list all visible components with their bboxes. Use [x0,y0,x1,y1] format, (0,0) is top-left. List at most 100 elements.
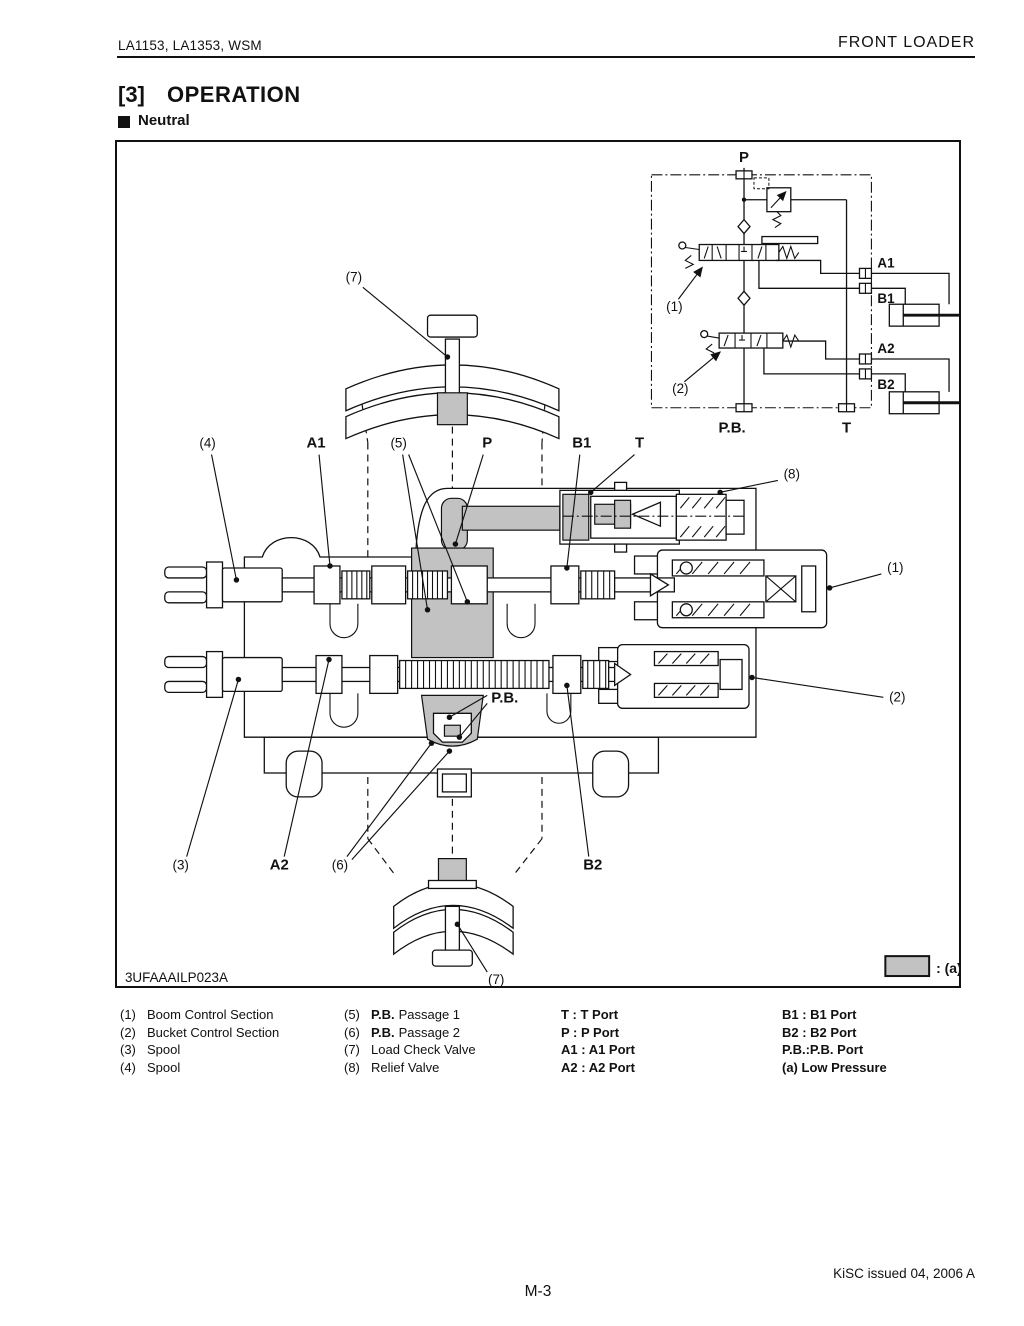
legend-item: B2 : B2 Port [782,1024,887,1042]
legend-item-number: (3) [120,1042,136,1057]
callout-6: (6) [332,858,348,873]
hydraulic-circuit-schematic: P P.B. T A1 B1 A2 B2 (1) (2) [650,149,959,437]
legend-item-number: (1) [120,1007,136,1022]
legend-item: (7) Load Check Valve [344,1041,476,1059]
callout-4: (4) [199,436,215,451]
legend-column-2: (5) P.B.Passage 1 (6) P.B.Passage 2 (7) Loa… [344,1006,476,1076]
low-pressure-legend: : (a) [884,955,959,978]
legend-item-text: P.B.:P.B. Port [782,1042,864,1057]
check-valve-icon [737,290,751,307]
valve-operation-figure: P P.B. T A1 B1 A2 B2 (1) (2) [125,149,959,986]
low-pressure-swatch-label: : (a) [936,960,959,976]
legend-item-text: (a) Low Pressure [782,1059,887,1075]
subsection-square-icon [118,116,130,128]
callout-2: (2) [889,689,905,704]
bucket-valve-symbol [700,329,800,354]
check-valve-icon [737,218,751,235]
relief-valve-assembly [559,481,745,553]
section-title: OPERATION [167,82,301,107]
schematic-callout-1: (1) [666,299,682,314]
bucket-section-cap [598,643,750,709]
port-label-p: P [482,435,492,452]
legend-item: (5) P.B.Passage 1 [344,1006,476,1024]
legend-item: A2 : A2 Port [561,1059,635,1077]
legend-item-text: Load Check Valve [371,1042,476,1057]
legend-item-text: Passage 1 [398,1007,461,1022]
schematic-pb-label: P.B. [719,420,746,437]
figure-box: P P.B. T A1 B1 A2 B2 (1) (2) [115,140,961,988]
legend-column-3: T : T Port P : P Port A1 : A1 Port A2 : … [561,1006,635,1076]
legend-item-number: (4) [120,1059,136,1075]
p-to-relief-passage [461,505,561,531]
legend-item: T : T Port [561,1006,635,1024]
legend-item-text: Relief Valve [371,1059,440,1075]
header-doc-title: LA1153, LA1353, WSM [118,38,262,53]
header-rule [117,56,975,58]
boom-valve-symbol [678,235,819,269]
legend-item: (2)Bucket Control Section [120,1024,279,1042]
legend-item-text: B2 : B2 Port [782,1024,857,1040]
legend-item-text: Bucket Control Section [147,1024,280,1040]
legend-item-number: (5) [344,1007,360,1022]
legend-item-text: Boom Control Section [147,1007,274,1022]
figure-code: 3UFAAAILP023A [125,970,228,985]
bucket-cylinder-symbol [871,358,959,415]
legend-item: P.B.:P.B. Port [782,1041,887,1059]
legend-item-text: Spool [147,1042,181,1057]
legend-item-prefix: P.B. [371,1007,395,1022]
section-number: [3] [118,82,145,107]
legend-item-text: Passage 2 [398,1024,461,1040]
schematic-b2-label: B2 [877,377,894,392]
bucket-spool [164,650,632,699]
callout-1: (1) [887,560,903,575]
callout-5: (5) [390,436,406,451]
legend-item-text: A2 : A2 Port [561,1059,635,1075]
boom-spool [164,561,675,609]
load-check-valve-top-detail [345,314,560,440]
port-label-pb: P.B. [491,689,518,706]
legend-column-4: B1 : B1 Port B2 : B2 Port P.B.:P.B. Port… [782,1006,887,1076]
mounting-foot [285,750,323,798]
callout-3: (3) [172,858,188,873]
legend-item: A1 : A1 Port [561,1041,635,1059]
load-check-valve-bottom-detail [393,858,514,967]
legend-item: B1 : B1 Port [782,1006,887,1024]
section-view-callouts: (7) (4) A1 (5) P B1 T (8) (1) (2) (3) A [172,269,905,986]
legend-item-number: (6) [344,1024,360,1040]
port-label-b1: B1 [572,435,591,452]
schematic-a1-label: A1 [877,255,895,270]
legend-item: (8) Relief Valve [344,1059,476,1077]
legend-item: (3) Spool [120,1041,279,1059]
port-label-a2: A2 [270,857,289,874]
legend-item: (a) Low Pressure [782,1059,887,1077]
legend-item: P : P Port [561,1024,635,1042]
schematic-t-label: T [842,420,851,437]
relief-valve-symbol [744,177,847,229]
low-pressure-swatch [884,955,931,978]
legend-item-number: (8) [344,1059,360,1075]
legend-item-number: (7) [344,1042,360,1057]
mounting-foot [592,750,630,798]
valve-body-cross-section: (7) (4) A1 (5) P B1 T (8) (1) (2) (3) A [164,269,905,986]
port-label-b2: B2 [583,857,602,874]
legend-column-1: (1) Boom Control Section (2)Bucket Contro… [120,1006,279,1076]
page-number: M-3 [524,1283,552,1300]
subsection-title: Neutral [138,112,190,129]
schematic-p-label: P [739,149,749,166]
legend-item-text: Spool [147,1059,181,1075]
callout-8: (8) [784,466,800,481]
legend-item: (1) Boom Control Section [120,1006,279,1024]
legend-item-text: T : T Port [561,1007,619,1022]
legend-item: (6) P.B.Passage 2 [344,1024,476,1042]
boom-cylinder-symbol [871,272,959,327]
callout-7-top: (7) [346,269,362,284]
port-label-a1: A1 [307,435,326,452]
footer-issue-note: KiSC issued 04, 2006 A [833,1266,975,1281]
legend-item: (4) Spool [120,1059,279,1077]
header-chapter: FRONT LOADER [837,34,975,51]
legend-item-prefix: P.B. [371,1024,395,1040]
port-label-t: T [635,435,644,452]
callout-7-bottom: (7) [488,972,504,986]
boom-section-cap [633,549,828,629]
legend-item-text: A1 : A1 Port [561,1042,635,1057]
